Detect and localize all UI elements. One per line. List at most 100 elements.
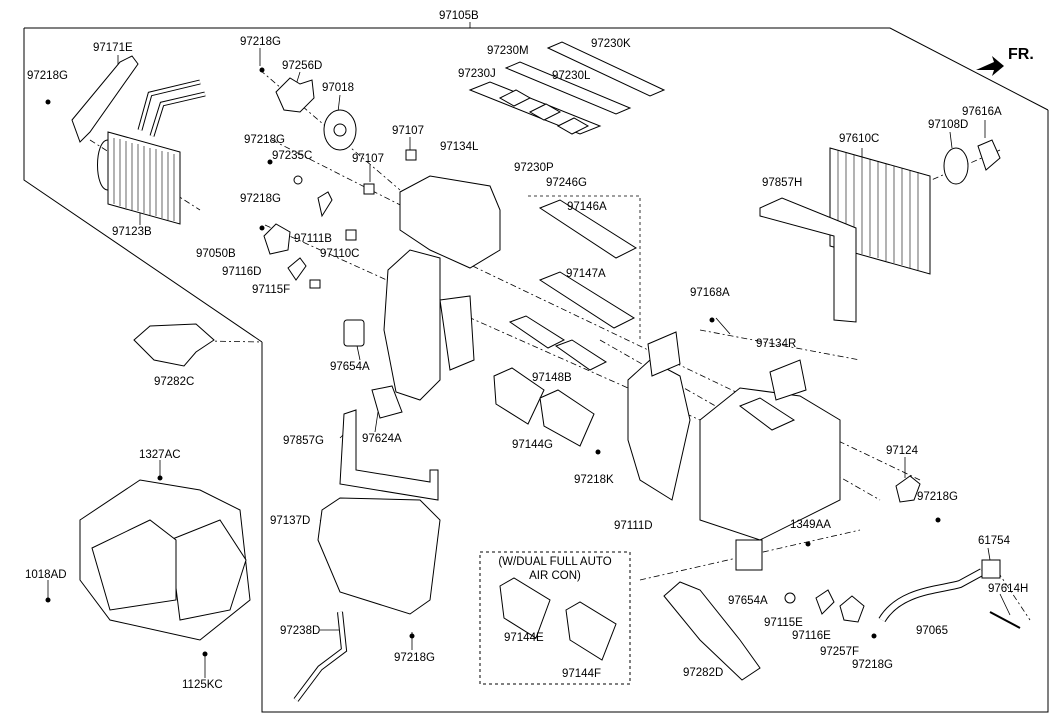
part-label[interactable]: 97134R	[756, 338, 797, 350]
part-label[interactable]: 97115F	[252, 284, 291, 296]
part-label[interactable]: 97218G	[852, 659, 893, 671]
part-label[interactable]: 97218G	[240, 193, 281, 205]
duct-icon	[663, 581, 761, 681]
part-label[interactable]: 97230M	[487, 45, 529, 57]
lever-icon	[287, 257, 307, 281]
part-label[interactable]: 97857G	[283, 435, 324, 447]
part-label[interactable]: 97218G	[917, 491, 958, 503]
clip-icon	[363, 183, 375, 195]
front-arrow-icon	[976, 56, 1004, 76]
lever-icon	[317, 191, 333, 218]
option-note-line2: AIR CON)	[529, 570, 581, 582]
part-label[interactable]: 97144E	[504, 632, 544, 644]
part-label[interactable]: 97107	[392, 125, 424, 137]
part-label[interactable]: 97108D	[928, 119, 969, 131]
door-icon	[493, 199, 638, 447]
part-label[interactable]: 97616A	[962, 106, 1002, 118]
part-label[interactable]: 97115E	[764, 617, 803, 629]
part-label[interactable]: 97123B	[112, 226, 152, 238]
part-label[interactable]: 97116E	[792, 630, 831, 642]
actuator-icon	[275, 77, 315, 113]
seal-bracket-icon	[339, 409, 439, 501]
part-label[interactable]: 97654A	[728, 595, 768, 607]
part-label[interactable]: 97257F	[820, 646, 860, 658]
part-label[interactable]: 97230P	[514, 162, 554, 174]
part-label[interactable]: 97171E	[93, 42, 133, 54]
mode-plate-icon	[627, 359, 691, 501]
frame-top-edge	[24, 27, 1049, 111]
part-label[interactable]: 97230L	[552, 70, 591, 82]
part-label[interactable]: 97218K	[574, 474, 614, 486]
part-label[interactable]: 97168A	[690, 287, 730, 299]
part-label[interactable]: 97654A	[330, 361, 370, 373]
part-label[interactable]: 97218G	[244, 134, 285, 146]
option-note-line1: (W/DUAL FULL AUTO	[498, 556, 612, 568]
sensor-icon	[981, 559, 1001, 579]
part-label[interactable]: 97124	[886, 445, 918, 457]
part-label[interactable]: 97137D	[270, 515, 311, 527]
part-label[interactable]: 1349AA	[790, 519, 831, 531]
part-label[interactable]: 97230J	[458, 68, 496, 80]
part-label[interactable]: 97282D	[683, 667, 724, 679]
actuator-icon	[895, 475, 921, 503]
part-label[interactable]: 97614H	[988, 583, 1029, 595]
part-label[interactable]: 97134L	[440, 141, 479, 153]
leader	[528, 195, 641, 340]
part-label[interactable]: 97111D	[614, 520, 653, 532]
bracket-icon	[71, 55, 139, 143]
part-label[interactable]: 97116D	[222, 266, 262, 278]
cap-icon	[977, 139, 1001, 171]
part-label[interactable]: 1327AC	[139, 449, 181, 461]
clip-icon	[405, 149, 417, 161]
part-label[interactable]: 97110C	[320, 248, 360, 260]
door-icon	[499, 577, 551, 639]
part-label[interactable]: 97857H	[762, 177, 803, 189]
seal-frame-icon	[759, 197, 857, 323]
part-label[interactable]: 61754	[978, 535, 1010, 547]
case-right-icon	[699, 359, 841, 571]
part-label[interactable]: 97144F	[562, 668, 602, 680]
seal-strip-icon	[468, 41, 666, 135]
part-label[interactable]: 97107	[352, 153, 384, 165]
part-label[interactable]: 97148B	[532, 372, 572, 384]
grommet-icon	[293, 175, 303, 185]
option-note: (W/DUAL FULL AUTO AIR CON)	[480, 555, 630, 583]
leader	[459, 259, 921, 481]
part-label[interactable]: 97018	[322, 82, 354, 94]
seal-icon	[343, 319, 365, 347]
part-label[interactable]: 97624A	[362, 433, 402, 445]
part-label[interactable]: 97065	[916, 625, 948, 637]
part-label[interactable]: 97246G	[546, 177, 587, 189]
part-label[interactable]: 97610C	[839, 133, 880, 145]
part-label[interactable]: 97230K	[591, 38, 631, 50]
link-icon	[309, 279, 321, 289]
part-label[interactable]: 97218G	[27, 70, 68, 82]
part-label[interactable]: 97050B	[196, 248, 236, 260]
actuator-icon	[839, 595, 865, 623]
part-label[interactable]: 97218G	[394, 652, 435, 664]
part-label[interactable]: 97218G	[240, 36, 281, 48]
option-box	[479, 551, 631, 685]
part-label[interactable]: 97282C	[154, 376, 195, 388]
part-label[interactable]: 97256D	[282, 60, 323, 72]
part-label[interactable]: 97238D	[280, 625, 321, 637]
part-label[interactable]: 97144G	[512, 439, 553, 451]
front-direction-label: FR.	[1008, 46, 1034, 63]
part-label[interactable]: 97146A	[567, 201, 607, 213]
part-label[interactable]: 97235C	[272, 150, 313, 162]
part-label[interactable]: 1018AD	[25, 569, 67, 581]
leader	[699, 329, 861, 361]
part-label[interactable]: 1125KC	[182, 679, 223, 691]
duct-icon	[133, 323, 215, 367]
part-label[interactable]: 97111B	[294, 233, 332, 245]
link-icon	[345, 229, 357, 241]
hvac-assembly-icon	[79, 479, 251, 641]
case-left-icon	[383, 175, 501, 401]
assembly-label: 97105B	[439, 10, 479, 22]
seal-ring-icon	[943, 147, 969, 185]
seal-icon	[371, 385, 403, 419]
part-label[interactable]: 97147A	[566, 268, 606, 280]
lower-case-icon	[317, 497, 441, 615]
actuator-icon	[263, 223, 291, 255]
